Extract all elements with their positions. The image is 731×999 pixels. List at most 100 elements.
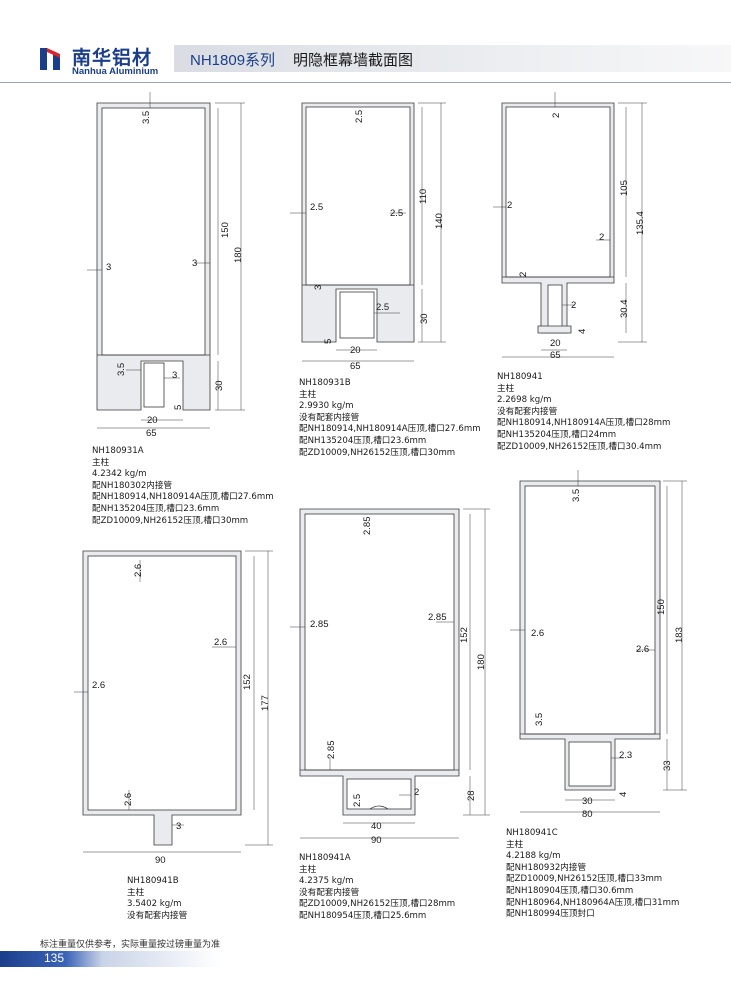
dim-label: 2 (507, 200, 512, 211)
profile-caption: NH180941C 主柱 4.2188 kg/m 配NH180932内接管 配Z… (506, 828, 679, 921)
dim-label: 4 (577, 329, 588, 334)
page-number-bar (0, 951, 731, 967)
profile-note: 配NH180914,NH180914A压顶,槽口27.6mm (299, 424, 481, 435)
profile-type: 主柱 (92, 457, 110, 468)
profile-note: 没有配套内接管 (299, 887, 360, 898)
dim-label: 2.6 (123, 793, 134, 806)
profile-code: NH180941 (497, 372, 543, 382)
dim-label: 30 (214, 380, 225, 391)
dim-label: 4 (618, 792, 629, 797)
profile-type: 主柱 (497, 383, 515, 394)
profile-note: 配NH180954压顶,槽口25.6mm (299, 910, 427, 921)
dim-label: 2.6 (133, 564, 144, 577)
profile-note: 配NH180904压顶,槽口30.6mm (506, 885, 634, 896)
dim-label: 5 (173, 405, 184, 410)
profile-weight: 2.9930 kg/m (299, 401, 354, 412)
dim-label: 3 (192, 258, 197, 269)
dim-label: 105 (619, 180, 630, 196)
dim-label: 3.5 (116, 363, 127, 376)
profile-drawing-nh180941a (290, 508, 490, 839)
profile-code: NH180941C (506, 828, 558, 838)
dim-label: 3.5 (571, 489, 582, 502)
dim-label: 110 (418, 189, 429, 204)
dim-label: 2.6 (92, 680, 105, 691)
dim-label: 3 (172, 370, 177, 381)
profile-note: 配NH180964,NH180964A压顶,槽口31mm (506, 897, 680, 908)
dim-label: 2 (551, 113, 562, 118)
profile-code: NH180931A (92, 446, 144, 456)
profile-note: 配NH180914,NH180914A压顶,槽口27.6mm (92, 492, 274, 503)
dim-label: 2 (571, 300, 576, 311)
dim-label: 177 (260, 695, 271, 711)
profile-note: 没有配套内接管 (127, 910, 188, 921)
dim-label: 152 (459, 627, 470, 643)
dim-label: 2.85 (326, 741, 337, 760)
profile-caption: NH180941B 主柱 3.5402 kg/m 没有配套内接管 (127, 876, 187, 922)
dim-label: 140 (434, 213, 445, 229)
profile-drawing-nh180941 (493, 92, 647, 358)
dim-label: 3.5 (534, 713, 545, 726)
dim-label: 2 (518, 272, 529, 277)
dim-label: 2.5 (310, 202, 323, 213)
dim-label: 2.6 (636, 644, 649, 655)
profile-note: 配ZD10009,NH26152压顶,槽口28mm (299, 899, 456, 910)
profile-note: 配NH135204压顶,槽口23.6mm (299, 435, 427, 446)
profile-note: 没有配套内接管 (497, 406, 558, 417)
dim-label: 150 (656, 599, 667, 615)
nanhua-logo-icon (40, 48, 60, 70)
dim-label: 65 (550, 350, 561, 361)
series-label: NH1809系列 (190, 52, 276, 69)
profile-caption: NH180931B 主柱 2.9930 kg/m 没有配套内接管 配NH1809… (299, 378, 481, 459)
profile-note: 配NH135204压顶,槽口24mm (497, 429, 617, 440)
profile-weight: 3.5402 kg/m (127, 899, 182, 910)
profile-type: 主柱 (299, 389, 317, 400)
profile-caption: NH180931A 主柱 4.2342 kg/m 配NH180302内接管 配N… (92, 446, 274, 527)
page-title: 明隐框幕墙截面图 (293, 51, 414, 69)
dim-label: 65 (350, 361, 361, 372)
profile-type: 主柱 (127, 887, 145, 898)
profile-note: 配ZD10009,NH26152压顶,槽口30mm (92, 515, 249, 526)
profile-type: 主柱 (506, 839, 524, 850)
dim-label: 2.5 (390, 208, 403, 219)
profile-type: 主柱 (299, 864, 317, 875)
profile-weight: 4.2188 kg/m (506, 851, 561, 862)
dim-label: 150 (220, 222, 231, 238)
dim-label: 33 (662, 760, 673, 771)
profile-note: 没有配套内接管 (299, 412, 360, 423)
profile-note: 配NH180914,NH180914A压顶,槽口28mm (497, 418, 671, 429)
profile-note: 配ZD10009,NH26152压顶,槽口30.4mm (497, 441, 662, 452)
dim-label: 3 (106, 262, 111, 273)
dim-label: 183 (674, 627, 685, 643)
profile-note: 配NH180302内接管 (92, 480, 173, 491)
dim-label: 30 (582, 796, 593, 807)
profile-drawing-nh180941c (510, 470, 687, 813)
dim-label: 3.5 (141, 111, 152, 124)
profile-note: 配NH135204压顶,槽口23.6mm (92, 503, 220, 514)
profile-code: NH180931B (299, 378, 351, 388)
dim-label: 30.4 (619, 300, 630, 319)
dim-label: 2.85 (428, 612, 447, 623)
dim-label: 20 (350, 345, 361, 356)
dim-label: 135.4 (635, 211, 646, 235)
dim-label: 2.5 (376, 302, 389, 313)
dim-label: 3 (176, 821, 181, 832)
profile-code: NH180941A (299, 853, 351, 863)
profile-caption: NH180941A 主柱 4.2375 kg/m 没有配套内接管 配ZD1000… (299, 853, 455, 923)
dim-label: 90 (155, 855, 166, 866)
profile-drawing-nh180931b (290, 102, 446, 362)
dim-label: 5 (323, 339, 334, 344)
dim-label: 180 (233, 247, 244, 263)
dim-label: 2.6 (531, 628, 544, 639)
dim-label: 20 (147, 415, 158, 426)
dim-label: 3 (313, 285, 324, 290)
dim-label: 65 (146, 428, 157, 439)
dim-label: 90 (371, 835, 382, 846)
dim-label: 80 (582, 809, 593, 820)
weight-disclaimer: 标注重量仅供参考，实际重量按过磅重量为准 (40, 940, 221, 950)
dim-label: 2.85 (362, 517, 373, 536)
profile-weight: 2.2698 kg/m (497, 395, 552, 406)
dim-label: 152 (242, 674, 253, 690)
dim-label: 2 (599, 232, 604, 243)
profile-note: 配ZD10009,NH26152压顶,槽口33mm (506, 874, 663, 885)
